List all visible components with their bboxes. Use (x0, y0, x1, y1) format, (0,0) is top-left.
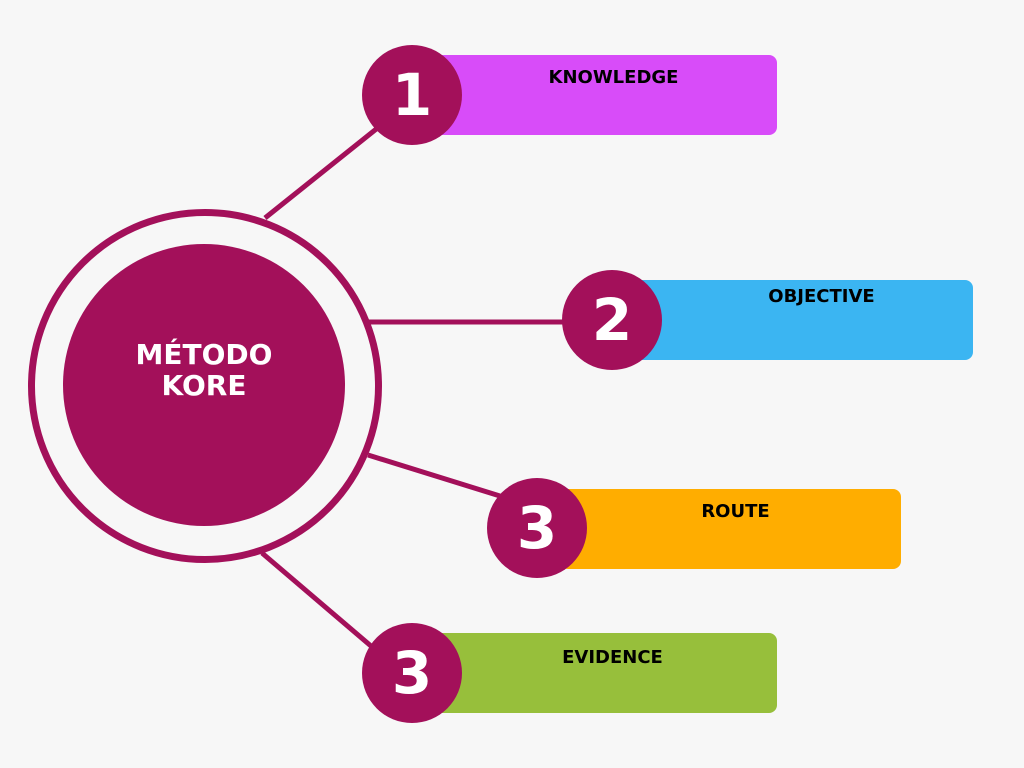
knowledge-bar: KNOWLEDGE (430, 55, 777, 135)
objective-bar: OBJECTIVE (630, 280, 973, 360)
evidence-bar: EVIDENCE (430, 633, 777, 713)
route-bar: ROUTE (560, 489, 901, 569)
step-number-4: 3 (362, 623, 462, 723)
objective-label: OBJECTIVE (768, 286, 875, 307)
center-circle: MÉTODO KORE (63, 244, 345, 526)
evidence-label: EVIDENCE (562, 647, 663, 668)
route-label: ROUTE (701, 501, 770, 522)
step-number-2: 2 (562, 270, 662, 370)
connector-evidence (260, 551, 380, 654)
outer-ring (28, 209, 382, 563)
step-number-1: 1 (362, 45, 462, 145)
step-number-3: 3 (487, 478, 587, 578)
center-title: MÉTODO KORE (135, 338, 273, 402)
knowledge-label: KNOWLEDGE (548, 67, 679, 88)
connector-route (367, 452, 501, 499)
connector-knowledge (263, 120, 387, 220)
